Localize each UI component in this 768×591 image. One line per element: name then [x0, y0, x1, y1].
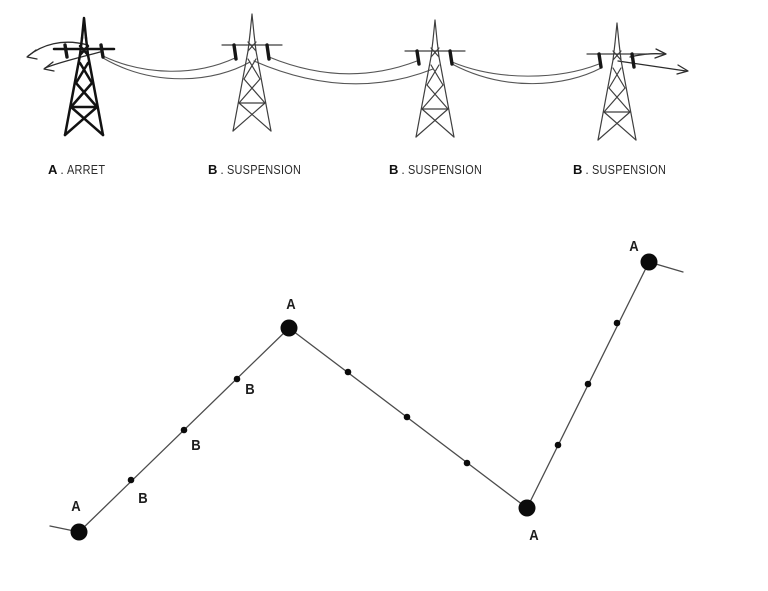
caption-letter: B	[573, 162, 583, 177]
support-dot	[554, 441, 562, 449]
anchor-dot	[640, 253, 658, 271]
pylon-caption-arret: A.ARRET	[48, 162, 112, 177]
caption-name: SUSPENSION	[226, 162, 301, 177]
support-dot	[344, 368, 352, 376]
caption-separator: .	[585, 162, 589, 177]
suspension-tower-sketch-2	[404, 19, 466, 138]
anchor-label-2: A	[286, 297, 296, 313]
anchor-dots	[70, 253, 658, 541]
caption-name: SUSPENSION	[407, 162, 482, 177]
caption-letter: A	[48, 162, 58, 177]
support-dot	[584, 380, 592, 388]
pylon-caption-suspension-2: B.SUSPENSION	[389, 162, 496, 177]
support-dots	[127, 319, 621, 484]
pylon-caption-suspension-3: B.SUSPENSION	[573, 162, 680, 177]
support-dot	[463, 459, 471, 467]
conductor-wires	[102, 55, 602, 85]
tension-arrows-right	[617, 48, 689, 75]
support-dot	[613, 319, 621, 327]
anchor-dot	[518, 499, 536, 517]
caption-name: ARRET	[66, 162, 105, 177]
caption-name: SUSPENSION	[591, 162, 666, 177]
support-dot	[180, 426, 188, 434]
anchor-dot	[280, 319, 298, 337]
anchor-dot	[70, 523, 88, 541]
insulator-marks	[63, 43, 636, 69]
support-dot	[127, 476, 135, 484]
suspension-label-1: B	[138, 491, 148, 507]
caption-separator: .	[401, 162, 405, 177]
suspension-tower-sketch-1	[221, 13, 283, 132]
support-dot	[233, 375, 241, 383]
support-dot	[403, 413, 411, 421]
anchor-label-1: A	[71, 499, 81, 515]
caption-separator: .	[60, 162, 64, 177]
caption-letter: B	[208, 162, 218, 177]
anchor-label-3: A	[529, 528, 539, 544]
caption-letter: B	[389, 162, 399, 177]
suspension-label-3: B	[245, 382, 255, 398]
arret-tower-sketch	[52, 16, 116, 137]
suspension-label-2: B	[191, 438, 201, 454]
suspension-tower-sketch-3	[586, 22, 648, 141]
anchor-label-4: A	[629, 239, 639, 255]
caption-separator: .	[220, 162, 224, 177]
pylon-caption-suspension-1: B.SUSPENSION	[208, 162, 315, 177]
